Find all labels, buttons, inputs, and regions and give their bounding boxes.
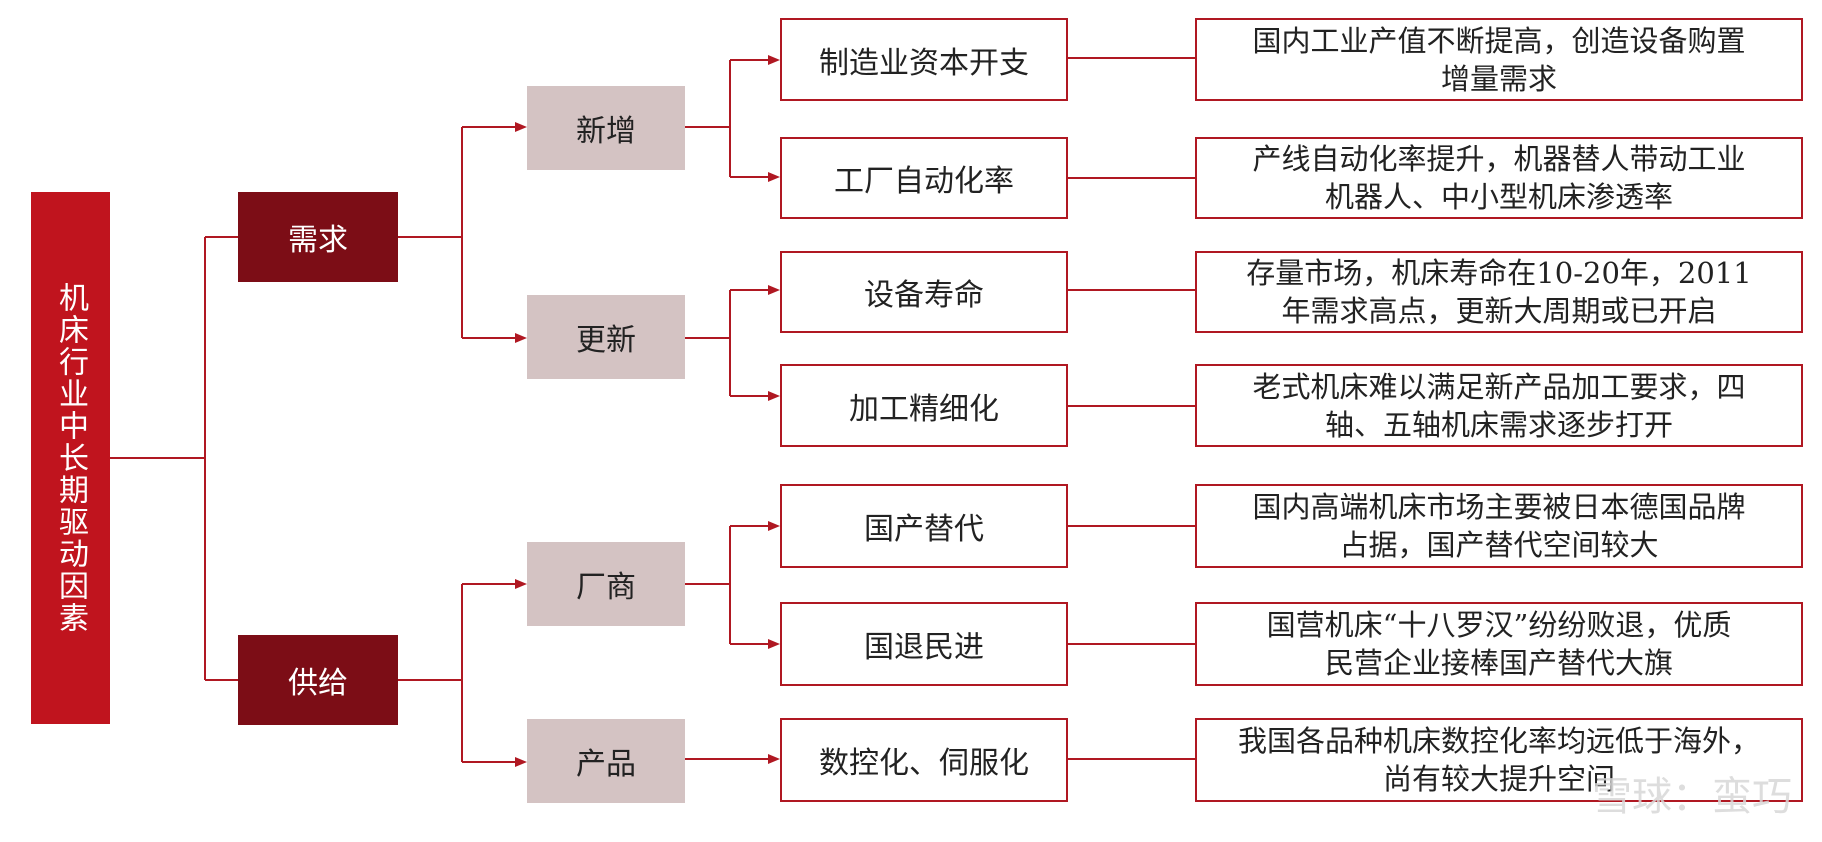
desc-line: 老式机床难以满足新产品加工要求，四 xyxy=(1252,369,1746,404)
desc-cnc: 我国各品种机床数控化率均远低于海外， 尚有较大提升空间 xyxy=(1195,718,1803,802)
watermark: 雪球：蛮巧 xyxy=(1592,774,1792,820)
desc-line: 存量市场，机床寿命在10-20年，2011 xyxy=(1246,256,1752,290)
factor-capex: 制造业资本开支 xyxy=(780,18,1068,101)
desc-line: 尚有较大提升空间 xyxy=(1382,762,1615,796)
factor-lifespan: 设备寿命 xyxy=(780,251,1068,333)
factor-precision-label: 加工精细化 xyxy=(849,391,999,427)
desc-line: 民营企业接棒国产替代大旗 xyxy=(1324,646,1673,680)
node-manufacturer: 厂商 xyxy=(527,542,685,626)
factor-private: 国退民进 xyxy=(780,602,1068,686)
new-label: 新增 xyxy=(576,114,636,149)
desc-lifespan: 存量市场，机床寿命在10-20年，2011 年需求高点，更新大周期或已开启 xyxy=(1195,251,1803,333)
root-node: 机床行业中长期驱动因素 xyxy=(31,192,110,724)
node-demand: 需求 xyxy=(238,192,398,282)
supply-label: 供给 xyxy=(288,666,348,701)
desc-capex: 国内工业产值不断提高，创造设备购置 增量需求 xyxy=(1195,18,1803,101)
desc-line: 轴、五轴机床需求逐步打开 xyxy=(1324,407,1673,442)
node-new: 新增 xyxy=(527,86,685,170)
product-label: 产品 xyxy=(576,747,636,782)
factor-cnc-label: 数控化、伺服化 xyxy=(819,746,1029,781)
factor-localization: 国产替代 xyxy=(780,484,1068,568)
factor-private-label: 国退民进 xyxy=(864,630,984,665)
desc-localization: 国内高端机床市场主要被日本德国品牌 占据，国产替代空间较大 xyxy=(1195,484,1803,568)
factor-automation: 工厂自动化率 xyxy=(780,137,1068,219)
desc-line: 国营机床“十八罗汉”纷纷败退，优质 xyxy=(1266,608,1732,642)
factor-automation-label: 工厂自动化率 xyxy=(834,164,1014,199)
desc-automation: 产线自动化率提升，机器替人带动工业 机器人、中小型机床渗透率 xyxy=(1195,137,1803,219)
desc-line: 机器人、中小型机床渗透率 xyxy=(1324,180,1673,214)
desc-private: 国营机床“十八罗汉”纷纷败退，优质 民营企业接棒国产替代大旗 xyxy=(1195,602,1803,686)
factor-precision: 加工精细化 xyxy=(780,364,1068,447)
desc-line: 年需求高点，更新大周期或已开启 xyxy=(1281,294,1717,328)
node-supply: 供给 xyxy=(238,635,398,725)
desc-line: 增量需求 xyxy=(1440,61,1557,96)
factor-cnc: 数控化、伺服化 xyxy=(780,718,1068,802)
desc-line: 占据，国产替代空间较大 xyxy=(1339,528,1659,562)
factor-capex-label: 制造业资本开支 xyxy=(819,45,1029,81)
manufacturer-label: 厂商 xyxy=(576,570,636,605)
desc-line: 产线自动化率提升，机器替人带动工业 xyxy=(1252,142,1746,176)
desc-precision: 老式机床难以满足新产品加工要求，四 轴、五轴机床需求逐步打开 xyxy=(1195,364,1803,447)
desc-line: 国内高端机床市场主要被日本德国品牌 xyxy=(1252,490,1746,524)
factor-lifespan-label: 设备寿命 xyxy=(864,278,984,313)
factor-localization-label: 国产替代 xyxy=(864,512,984,547)
node-renewal: 更新 xyxy=(527,295,685,379)
root-label: 机床行业中长期驱动因素 xyxy=(53,282,88,634)
node-product: 产品 xyxy=(527,719,685,803)
desc-line: 我国各品种机床数控化率均远低于海外， xyxy=(1237,724,1760,758)
desc-line: 国内工业产值不断提高，创造设备购置 xyxy=(1252,23,1746,58)
renewal-label: 更新 xyxy=(576,323,636,358)
demand-label: 需求 xyxy=(288,223,348,258)
